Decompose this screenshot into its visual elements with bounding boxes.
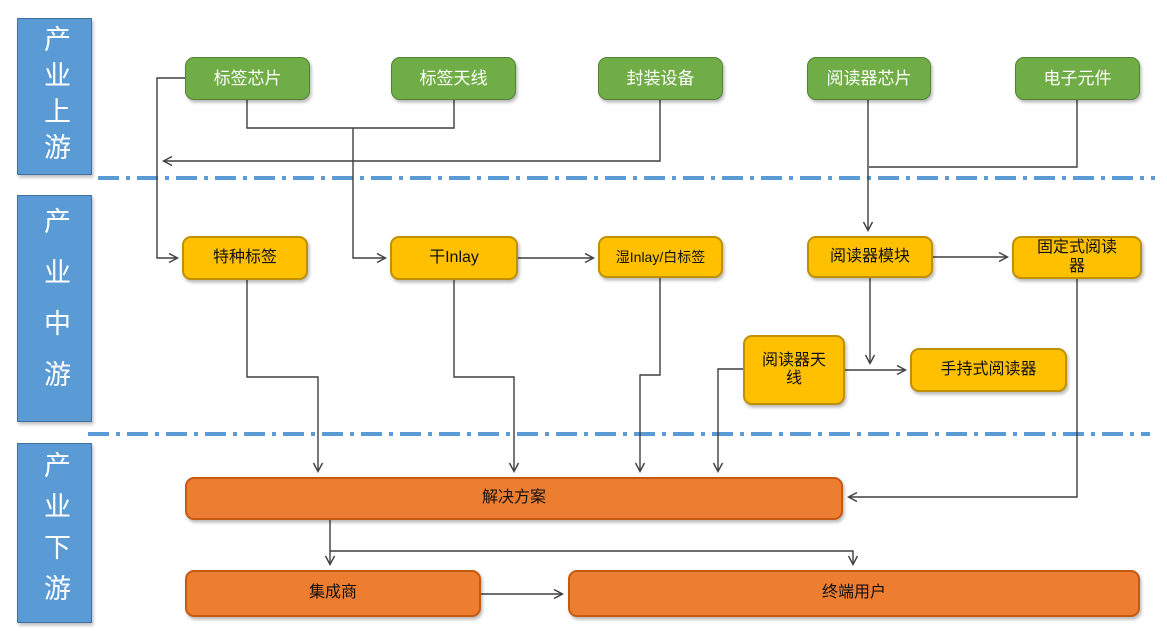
node-integrator-label: 集成商 xyxy=(308,584,357,602)
node-packaging-equipment: 封装设备 xyxy=(598,57,723,100)
node-dry-inlay: 干Inlay xyxy=(390,236,518,280)
connector-specialtag-solution xyxy=(246,280,324,473)
stage-upstream-label: 产业上游 xyxy=(40,24,71,169)
connector-tagantenna-join xyxy=(353,100,455,129)
node-wet-inlay: 湿Inlay/白标签 xyxy=(598,236,723,278)
connector-dryinlay-solution xyxy=(453,279,520,473)
stage-downstream: 产业下游 xyxy=(17,443,92,623)
connector-tagchip-specialtag xyxy=(156,77,185,264)
node-reader-module: 阅读器模块 xyxy=(807,236,933,278)
node-wet-inlay-label: 湿Inlay/白标签 xyxy=(615,248,706,265)
node-special-tag: 特种标签 xyxy=(182,236,308,280)
node-special-tag-label: 特种标签 xyxy=(212,248,277,266)
node-packaging-equipment-label: 封装设备 xyxy=(626,68,695,88)
connector-elec-join xyxy=(869,100,1078,168)
node-handheld-reader-label: 手持式阅读器 xyxy=(940,360,1037,378)
node-tag-antenna: 标签天线 xyxy=(391,57,516,100)
node-reader-chip-label: 阅读器芯片 xyxy=(826,68,912,88)
stage-upstream: 产业上游 xyxy=(17,18,92,175)
node-handheld-reader: 手持式阅读器 xyxy=(910,348,1067,392)
node-integrator: 集成商 xyxy=(185,570,481,617)
node-dry-inlay-label: 干Inlay xyxy=(429,248,479,266)
node-tag-chip: 标签芯片 xyxy=(185,57,310,100)
connector-fixedreader-solution xyxy=(847,279,1078,503)
node-reader-antenna: 阅读器天线 xyxy=(743,335,845,405)
node-fixed-reader: 固定式阅读器 xyxy=(1012,236,1142,279)
node-solution-label: 解决方案 xyxy=(481,489,546,507)
node-end-user-label: 终端用户 xyxy=(821,584,886,602)
stage-midstream: 产业中游 xyxy=(17,195,92,422)
node-end-user: 终端用户 xyxy=(568,570,1140,617)
node-solution: 解决方案 xyxy=(185,477,843,520)
connector-solution-enduser xyxy=(330,550,859,566)
connector-wetinlay-solution xyxy=(634,278,661,473)
node-reader-chip: 阅读器芯片 xyxy=(807,57,931,100)
node-fixed-reader-label: 固定式阅读器 xyxy=(1036,239,1117,275)
node-tag-chip-label: 标签芯片 xyxy=(213,68,282,88)
node-reader-antenna-label: 阅读器天线 xyxy=(761,351,826,387)
stage-midstream-label: 产业中游 xyxy=(40,206,71,411)
connector-readerantenna-solution xyxy=(712,368,743,473)
connector-tagchip-join xyxy=(246,100,353,129)
node-tag-antenna-label: 标签天线 xyxy=(419,68,488,88)
connector-packaging-bus xyxy=(162,100,661,167)
node-electronic-components: 电子元件 xyxy=(1015,57,1140,100)
node-electronic-components-label: 电子元件 xyxy=(1043,68,1112,88)
node-reader-module-label: 阅读器模块 xyxy=(829,247,910,265)
connector-join-dryinlay xyxy=(352,128,387,264)
stage-downstream-label: 产业下游 xyxy=(40,451,71,615)
